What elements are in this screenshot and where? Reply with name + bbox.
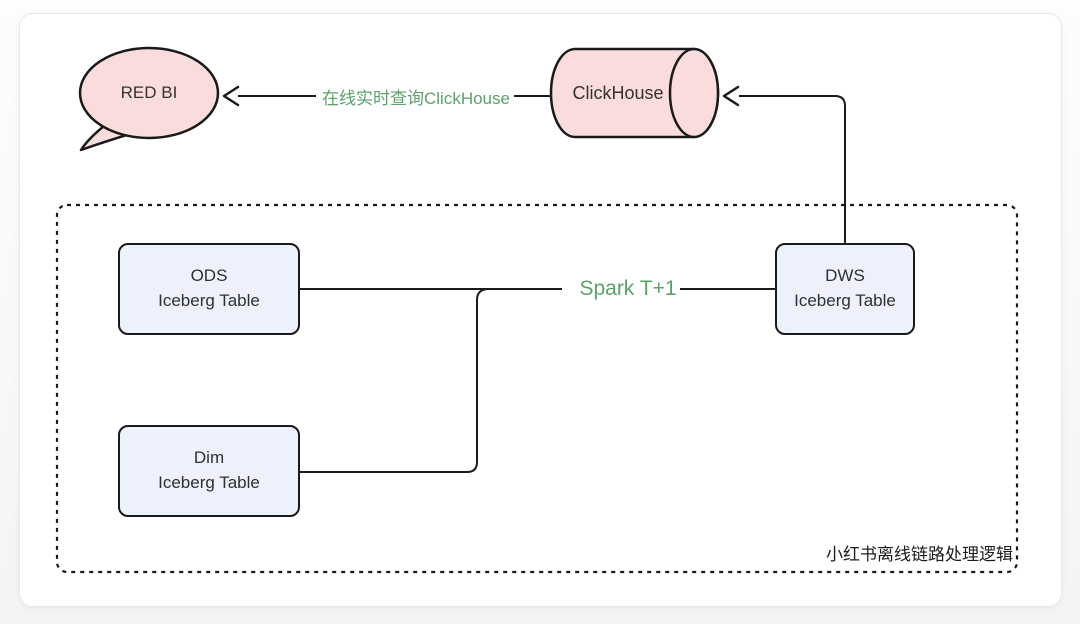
- node-dws-title: DWS: [825, 266, 865, 286]
- clickhouse-cylinder-cap-shape: [668, 47, 720, 139]
- dws-to-clickhouse-arrow-line: [739, 95, 846, 243]
- node-dws-subtitle: Iceberg Table: [794, 291, 896, 310]
- node-dim-title: Dim: [193, 448, 225, 468]
- node-dws-iceberg-table: DWS Iceberg Table: [775, 243, 915, 335]
- speech-bubble-shape: [78, 46, 220, 140]
- query-arrowhead-icon: [222, 85, 240, 107]
- dws-to-clickhouse-arrowhead-icon: [722, 85, 740, 107]
- node-ods-subtitle: Iceberg Table: [158, 291, 260, 310]
- red-bi-label: RED BI: [120, 83, 178, 102]
- node-dim-iceberg-table: Dim Iceberg Table: [118, 425, 300, 517]
- node-ods-title: ODS: [190, 266, 228, 286]
- offline-pipeline-caption: 小红书离线链路处理逻辑: [826, 545, 1013, 564]
- node-ods-iceberg-table: ODS Iceberg Table: [118, 243, 300, 335]
- dim-to-spark-elbow-line: [300, 288, 490, 473]
- clickhouse-label: ClickHouse: [572, 82, 664, 103]
- query-edge-label: 在线实时查询ClickHouse: [322, 88, 510, 108]
- node-dim-subtitle: Iceberg Table: [158, 473, 260, 492]
- offline-pipeline-dashed-boundary: [55, 203, 1019, 574]
- spark-edge-label: Spark T+1: [579, 277, 677, 300]
